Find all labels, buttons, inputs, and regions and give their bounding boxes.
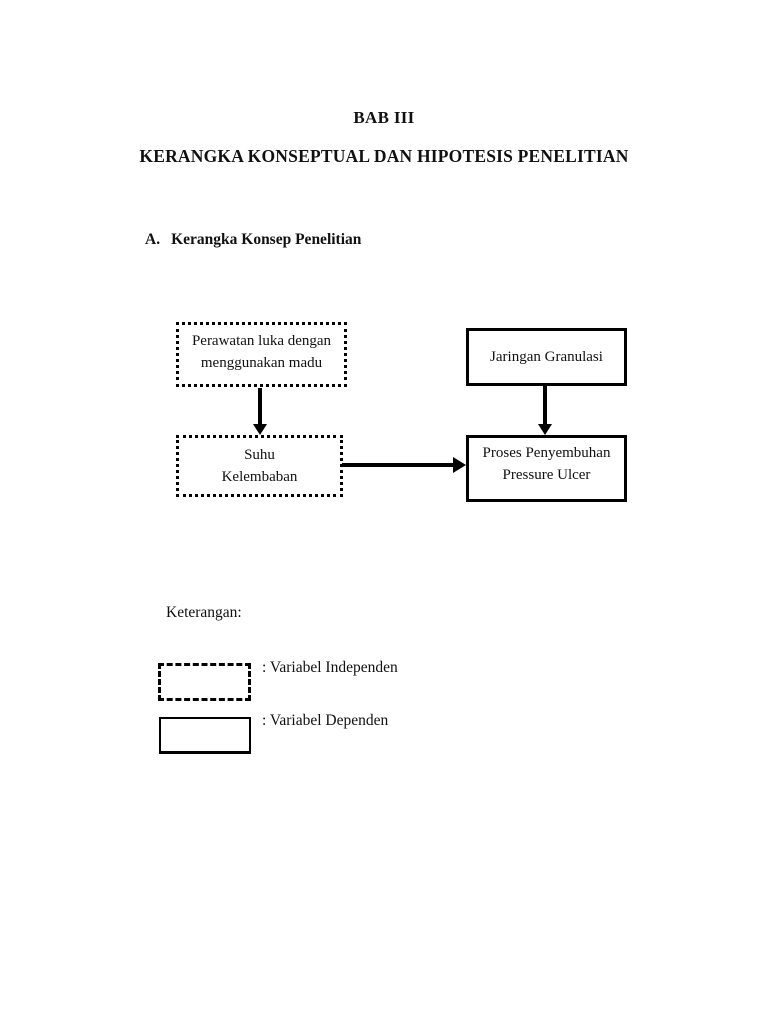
- section-title: Kerangka Konsep Penelitian: [171, 231, 362, 248]
- box-text-line: Perawatan luka dengan: [191, 333, 332, 349]
- box-perawatan-luka-madu: Perawatan luka dengan menggunakan madu: [176, 322, 347, 387]
- box-jaringan-granulasi: Jaringan Granulasi: [466, 328, 627, 386]
- chapter-subtitle: KERANGKA KONSEPTUAL DAN HIPOTESIS PENELI…: [139, 146, 629, 166]
- box-text-line: Pressure Ulcer: [502, 467, 591, 483]
- arrow-perawatan-to-suhu-head: [253, 424, 267, 435]
- box-proses-penyembuhan: Proses Penyembuhan Pressure Ulcer: [466, 435, 627, 502]
- section-marker: A.: [145, 231, 161, 248]
- box-text-line: menggunakan madu: [200, 355, 323, 371]
- legend-swatch-dependent-variable: [159, 717, 251, 754]
- box-text-line: Suhu: [244, 447, 275, 463]
- arrow-suhu-to-proses-shaft: [342, 463, 454, 467]
- legend-label-dependent-variable: : Variabel Dependen: [262, 712, 389, 729]
- box-text-line: Jaringan Granulasi: [490, 349, 603, 365]
- legend-swatch-independent-variable: [158, 663, 251, 701]
- arrow-granulasi-to-proses-shaft: [543, 386, 547, 425]
- section-heading: A. Kerangka Konsep Penelitian: [145, 231, 361, 249]
- box-text-line: Kelembaban: [221, 469, 298, 485]
- legend-label-independent-variable: : Variabel Independen: [262, 659, 398, 676]
- chapter-title: BAB III: [353, 108, 415, 127]
- box-suhu-kelembaban: Suhu Kelembaban: [176, 435, 343, 497]
- arrow-perawatan-to-suhu-shaft: [258, 388, 262, 425]
- arrow-granulasi-to-proses-head: [538, 424, 552, 435]
- legend-heading: Keterangan:: [166, 604, 242, 621]
- box-text-line: Proses Penyembuhan: [482, 445, 611, 461]
- arrow-suhu-to-proses-head: [453, 457, 466, 473]
